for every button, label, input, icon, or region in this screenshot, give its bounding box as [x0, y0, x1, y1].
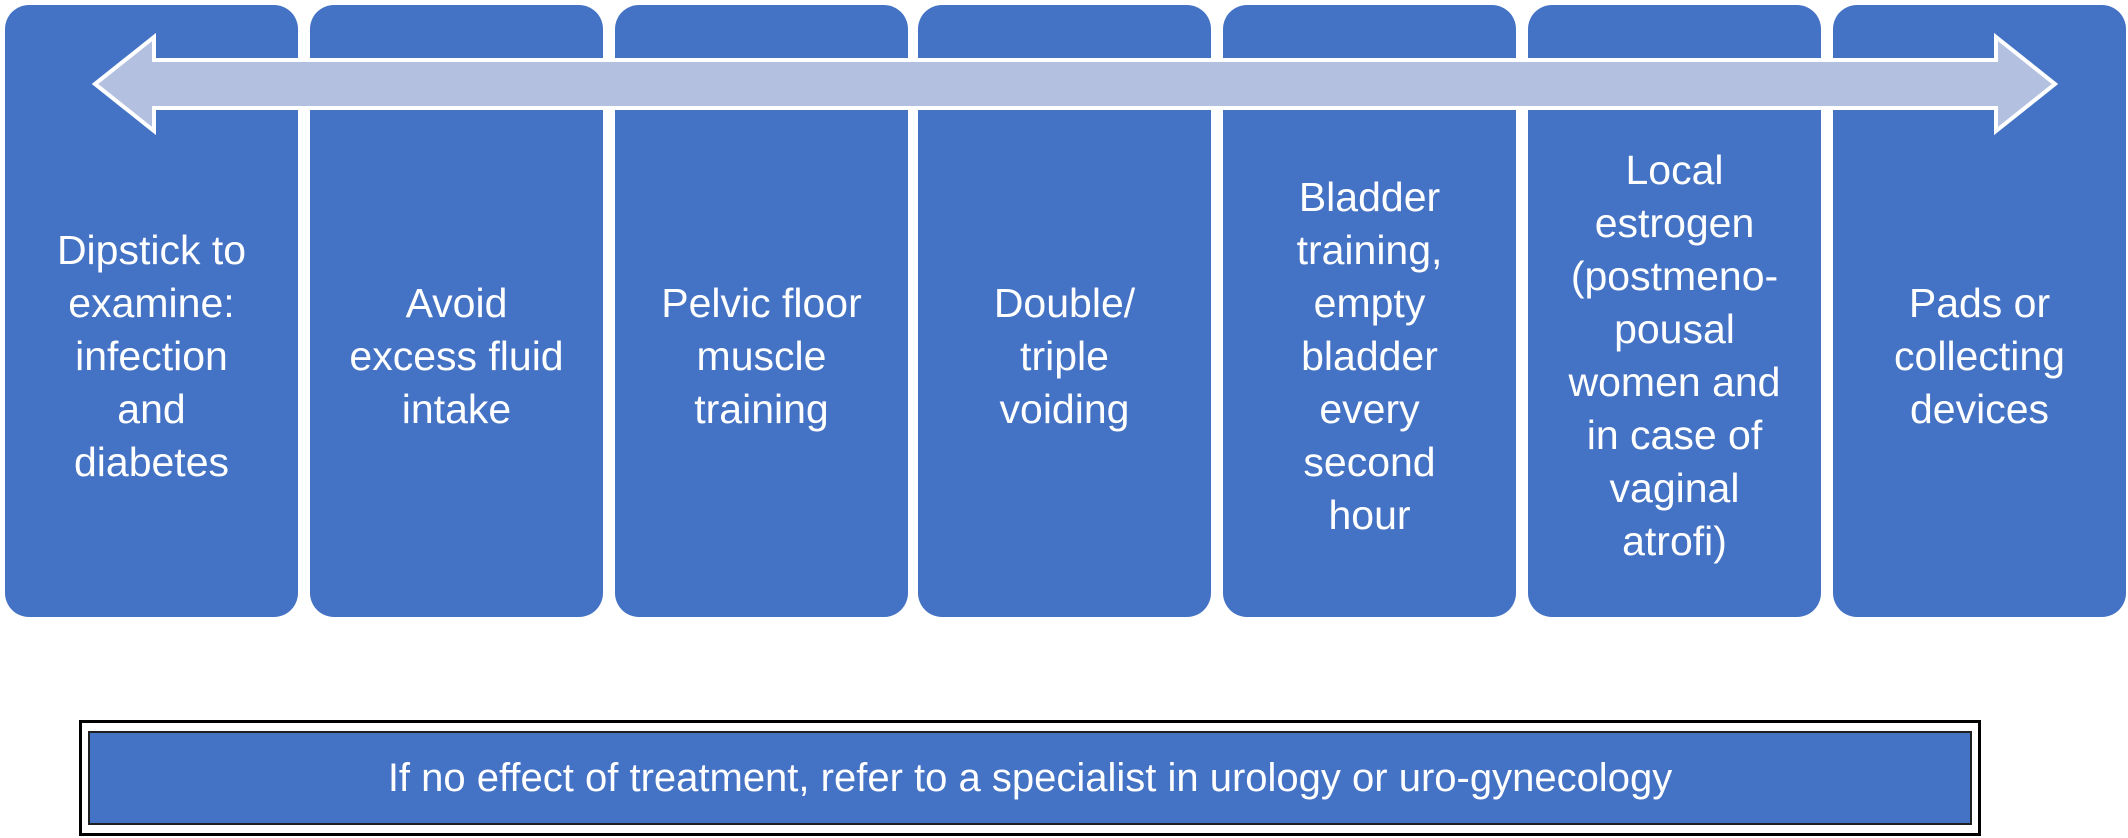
step-double-voiding: Double/ triple voiding — [918, 5, 1211, 617]
step-label: Dipstick to examine: infection and diabe… — [56, 226, 247, 485]
step-label: Pads or collecting devices — [1894, 279, 2065, 432]
step-bladder-training: Bladder training, empty bladder every se… — [1223, 5, 1516, 617]
step-label: Pelvic floor muscle training — [661, 279, 862, 432]
step-label: Bladder training, empty bladder every se… — [1296, 173, 1443, 538]
step-label: Local estrogen (postmeno- pousal women a… — [1568, 147, 1781, 564]
step-dipstick: Dipstick to examine: infection and diabe… — [5, 5, 298, 617]
step-local-estrogen: Local estrogen (postmeno- pousal women a… — [1528, 5, 1821, 617]
step-pelvic-floor: Pelvic floor muscle training — [615, 5, 908, 617]
step-avoid-fluid: Avoid excess fluid intake — [310, 5, 603, 617]
step-label: Double/ triple voiding — [993, 279, 1136, 432]
treatment-steps: Dipstick to examine: infection and diabe… — [5, 5, 2126, 617]
footer-frame: If no effect of treatment, refer to a sp… — [79, 720, 1981, 836]
referral-text: If no effect of treatment, refer to a sp… — [387, 755, 1673, 800]
step-label: Avoid excess fluid intake — [349, 279, 564, 432]
step-pads: Pads or collecting devices — [1833, 5, 2126, 617]
referral-banner: If no effect of treatment, refer to a sp… — [88, 731, 1972, 825]
